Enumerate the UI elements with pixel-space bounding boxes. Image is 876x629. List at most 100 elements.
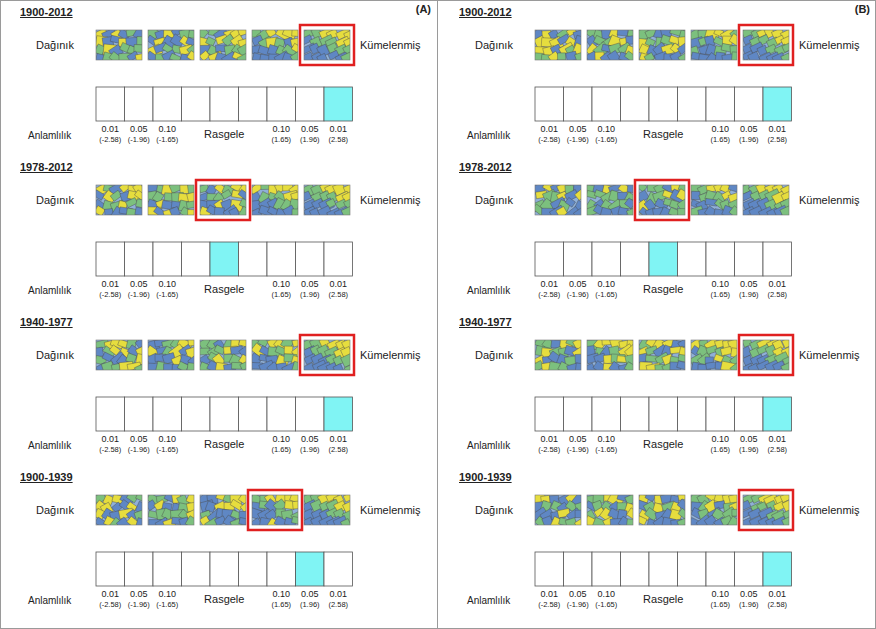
random-label: Rasgele <box>204 593 244 605</box>
period-title: 1900-1939 <box>459 471 512 483</box>
significance-level: 0.01 <box>329 280 347 290</box>
z-score: (2.58) <box>767 291 787 299</box>
z-score: (-1.96) <box>567 136 589 144</box>
significance-cell <box>735 552 764 586</box>
map-thumbnail <box>96 340 142 370</box>
z-score: (1.96) <box>739 446 759 454</box>
z-score: (-2.58) <box>99 136 121 144</box>
significance-cell <box>296 397 325 431</box>
significance-level: 0.01 <box>768 280 786 290</box>
significance-cell <box>153 87 182 121</box>
clustered-label: Kümelenmiş <box>360 39 421 51</box>
map-thumbnail <box>148 30 194 60</box>
significance-cell <box>621 87 650 121</box>
random-label: Rasgele <box>643 438 683 450</box>
significance-cell <box>182 552 211 586</box>
significance-cell <box>153 242 182 276</box>
z-score: (-1.65) <box>595 136 617 144</box>
significance-cell <box>125 87 154 121</box>
z-score: (1.65) <box>710 291 730 299</box>
significance-cell <box>324 242 353 276</box>
significance-label: Anlamlılık <box>467 130 510 141</box>
map-thumbnail <box>535 340 581 370</box>
significance-cell <box>592 87 621 121</box>
clustered-label: Kümelenmiş <box>360 349 421 361</box>
period-title: 1900-2012 <box>20 6 73 18</box>
significance-level: 0.10 <box>272 125 290 135</box>
significance-cell <box>125 397 154 431</box>
significance-level: 0.10 <box>272 435 290 445</box>
selection-frame <box>739 335 793 375</box>
significance-cell <box>763 552 792 586</box>
significance-cell <box>324 87 353 121</box>
significance-cell <box>763 87 792 121</box>
significance-level: 0.05 <box>301 435 319 445</box>
significance-level: 0.10 <box>158 280 176 290</box>
map-thumbnail <box>96 495 142 525</box>
selection-frame <box>300 335 354 375</box>
map-thumbnail <box>743 340 789 370</box>
random-label: Rasgele <box>204 128 244 140</box>
significance-level: 0.01 <box>540 590 558 600</box>
significance-cell <box>592 242 621 276</box>
z-score: (-1.65) <box>595 446 617 454</box>
clustered-label: Kümelenmiş <box>360 504 421 516</box>
significance-cell <box>96 242 125 276</box>
significance-cell <box>649 397 678 431</box>
significance-level: 0.01 <box>329 125 347 135</box>
significance-label: Anlamlılık <box>467 440 510 451</box>
significance-cell <box>735 87 764 121</box>
significance-cell <box>706 552 735 586</box>
map-thumbnail <box>252 185 298 215</box>
random-label: Rasgele <box>643 593 683 605</box>
z-score: (-2.58) <box>538 601 560 609</box>
panel-letter: (A) <box>416 3 431 15</box>
z-score: (1.65) <box>271 291 291 299</box>
significance-cell <box>649 552 678 586</box>
z-score: (2.58) <box>328 291 348 299</box>
z-score: (-1.65) <box>595 291 617 299</box>
significance-level: 0.01 <box>101 125 119 135</box>
map-thumbnail <box>691 30 737 60</box>
significance-level: 0.05 <box>130 435 148 445</box>
significance-cell <box>153 552 182 586</box>
significance-cell <box>564 242 593 276</box>
significance-level: 0.05 <box>301 125 319 135</box>
significance-level: 0.05 <box>130 280 148 290</box>
z-score: (1.65) <box>271 601 291 609</box>
selection-frame <box>300 25 354 65</box>
significance-cell <box>621 242 650 276</box>
significance-cell <box>678 552 707 586</box>
significance-level: 0.10 <box>597 590 615 600</box>
significance-level: 0.10 <box>597 435 615 445</box>
significance-level: 0.01 <box>101 590 119 600</box>
dispersed-label: Dağınık <box>475 194 513 206</box>
selection-frame <box>248 490 302 530</box>
significance-cell <box>735 242 764 276</box>
significance-cell <box>182 397 211 431</box>
significance-cell <box>649 242 678 276</box>
significance-level: 0.01 <box>101 435 119 445</box>
map-thumbnail <box>252 340 298 370</box>
map-thumbnail <box>639 185 685 215</box>
significance-cell <box>649 87 678 121</box>
z-score: (1.65) <box>271 136 291 144</box>
significance-level: 0.10 <box>158 435 176 445</box>
z-score: (-2.58) <box>538 136 560 144</box>
significance-label: Anlamlılık <box>28 285 71 296</box>
map-thumbnail <box>691 495 737 525</box>
z-score: (-2.58) <box>538 291 560 299</box>
significance-level: 0.05 <box>569 590 587 600</box>
period-title: 1900-2012 <box>459 6 512 18</box>
significance-cell <box>535 87 564 121</box>
significance-level: 0.05 <box>301 280 319 290</box>
significance-level: 0.05 <box>569 125 587 135</box>
significance-level: 0.05 <box>301 590 319 600</box>
significance-cell <box>296 87 325 121</box>
significance-level: 0.01 <box>540 125 558 135</box>
z-score: (1.65) <box>710 601 730 609</box>
dispersed-label: Dağınık <box>36 504 74 516</box>
z-score: (1.96) <box>300 136 320 144</box>
significance-cell <box>735 397 764 431</box>
